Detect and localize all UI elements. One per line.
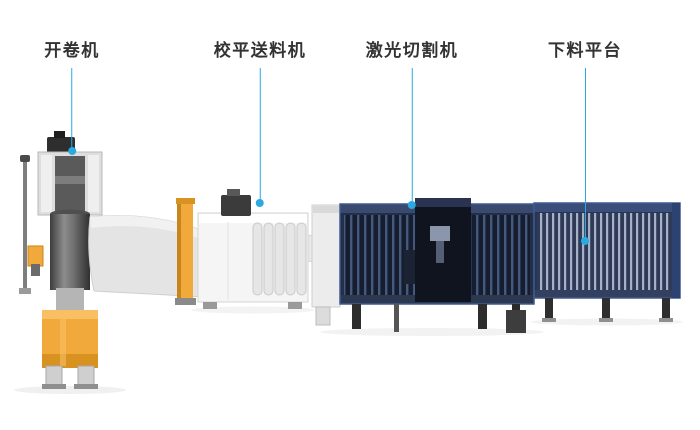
platform-leg xyxy=(662,298,670,320)
platform-slats xyxy=(537,213,677,290)
pointer-line-decoiler xyxy=(71,68,73,148)
leveler-control-head xyxy=(221,195,251,216)
laser-foot xyxy=(478,304,487,329)
ground-shadows xyxy=(14,306,683,394)
laser-foot xyxy=(394,304,399,332)
laser-gantry xyxy=(404,198,471,302)
laser-side-cabinet xyxy=(311,204,341,308)
laser-utility-box xyxy=(506,310,526,333)
leveler-feeder-machine xyxy=(175,189,309,309)
steel-coil xyxy=(42,310,98,368)
label-leveler-feeder: 校平送料机 xyxy=(213,41,307,60)
annotation-leveler-feeder: 校平送料机 xyxy=(214,40,307,207)
platform-leg xyxy=(545,298,553,320)
leveler-post xyxy=(181,203,193,302)
decoiler-foot xyxy=(77,365,95,387)
decoiler-mandrel xyxy=(50,214,90,290)
pointer-dot-laser-cutter xyxy=(408,201,416,209)
pointer-line-leveler-feeder xyxy=(259,68,261,200)
label-decoiler: 开卷机 xyxy=(44,41,100,60)
decoiler-arm-bracket xyxy=(27,245,44,267)
decoiler-column xyxy=(56,288,84,312)
unloading-platform xyxy=(533,202,681,322)
pointer-line-unloading-platform xyxy=(584,68,586,238)
leveler-rollers xyxy=(252,222,307,296)
pointer-dot-leveler-feeder xyxy=(256,199,264,207)
laser-head xyxy=(430,226,450,241)
decoiler-foot xyxy=(45,365,63,387)
pointer-line-laser-cutter xyxy=(411,68,413,202)
annotation-decoiler: 开卷机 xyxy=(44,40,100,155)
pointer-dot-unloading-platform xyxy=(581,237,589,245)
annotation-unloading-platform: 下料平台 xyxy=(548,40,622,245)
decoiler-guide-rod xyxy=(23,160,27,292)
label-unloading-platform: 下料平台 xyxy=(548,41,622,60)
laser-cutting-machine xyxy=(311,198,535,333)
pointer-dot-decoiler xyxy=(68,147,76,155)
laser-foot xyxy=(352,304,361,329)
platform-leg xyxy=(602,298,610,320)
annotation-laser-cutter: 激光切割机 xyxy=(366,40,459,209)
label-laser-cutter: 激光切割机 xyxy=(365,41,459,60)
